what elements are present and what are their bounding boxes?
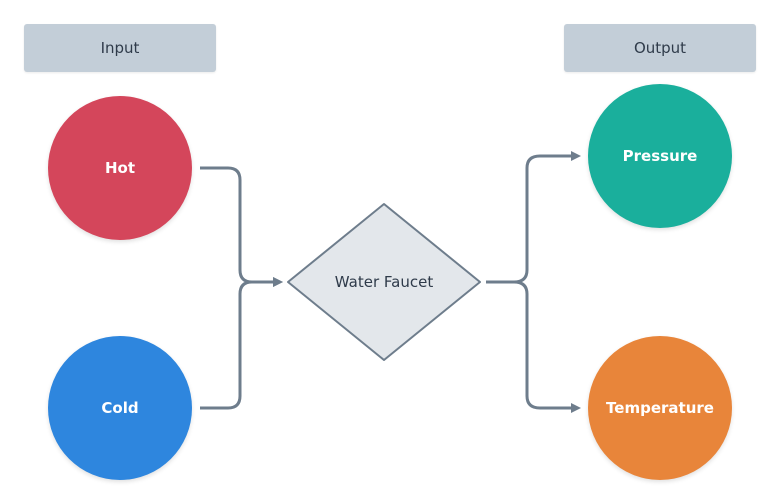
node-pressure-label: Pressure	[622, 147, 698, 165]
input-header-label: Input	[100, 39, 140, 57]
input-header: Input	[24, 24, 216, 72]
connector-cold-to-faucet	[200, 277, 283, 410]
connector-faucet-to-pressure	[486, 151, 581, 284]
node-cold-label: Cold	[101, 399, 139, 417]
water-faucet-diamond	[287, 203, 481, 361]
connector-faucet-to-temperature	[486, 280, 581, 413]
water-faucet-label: Water Faucet	[334, 273, 434, 291]
output-header-label: Output	[633, 39, 687, 57]
node-hot: Hot	[48, 96, 192, 240]
node-pressure: Pressure	[588, 84, 732, 228]
node-temperature: Temperature	[588, 336, 732, 480]
output-header: Output	[564, 24, 756, 72]
node-cold: Cold	[48, 336, 192, 480]
node-hot-label: Hot	[104, 159, 136, 177]
water-faucet-label-box: Water Faucet	[288, 258, 480, 306]
node-temperature-label: Temperature	[606, 399, 714, 417]
connector-hot-to-faucet	[200, 166, 283, 287]
